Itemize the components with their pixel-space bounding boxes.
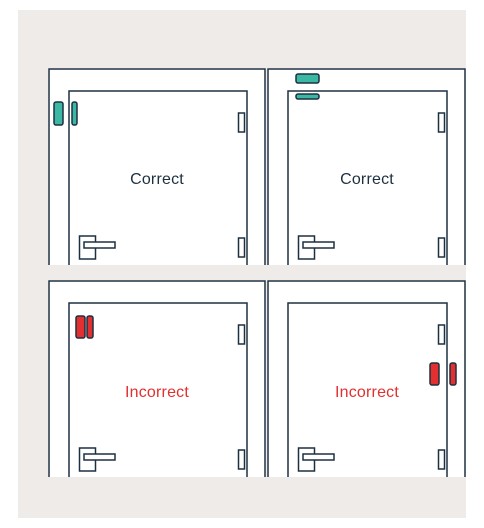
lower-hinge-icon bbox=[437, 237, 446, 258]
door-leaf bbox=[287, 90, 448, 265]
lower-hinge-icon bbox=[237, 237, 246, 258]
door-panel-correct-left: Correct bbox=[48, 68, 266, 265]
door-frame bbox=[267, 68, 466, 265]
door-illustration bbox=[267, 280, 466, 477]
door-panel-correct-top: Correct bbox=[267, 68, 484, 265]
status-label: Incorrect bbox=[334, 384, 400, 401]
door-leaf bbox=[68, 90, 248, 265]
status-label: Correct bbox=[130, 171, 184, 188]
door-handle-icon bbox=[297, 447, 335, 472]
status-label: Incorrect bbox=[124, 384, 190, 401]
door-frame bbox=[267, 280, 466, 477]
door-leaf bbox=[287, 302, 448, 477]
lower-hinge-icon bbox=[237, 449, 246, 470]
door-handle-icon bbox=[78, 447, 116, 472]
door-panel-incorrect-hinge: Incorrect bbox=[267, 280, 484, 477]
door-illustration bbox=[48, 280, 266, 477]
upper-hinge-icon bbox=[437, 112, 446, 133]
door-handle-icon bbox=[297, 235, 335, 260]
upper-hinge-icon bbox=[437, 324, 446, 345]
sensor-icon bbox=[53, 101, 78, 126]
diagram-background: Correct Correct bbox=[18, 10, 484, 518]
door-illustration bbox=[48, 68, 266, 265]
sensor-icon bbox=[429, 362, 457, 386]
sensor-icon bbox=[75, 315, 94, 339]
lower-hinge-icon bbox=[437, 449, 446, 470]
door-frame bbox=[48, 68, 266, 265]
door-leaf bbox=[68, 302, 248, 477]
door-panel-incorrect-door: Incorrect bbox=[48, 280, 266, 477]
status-label: Correct bbox=[340, 171, 394, 188]
door-frame bbox=[48, 280, 266, 477]
door-illustration bbox=[267, 68, 466, 265]
upper-hinge-icon bbox=[237, 112, 246, 133]
sensor-icon bbox=[295, 73, 320, 100]
door-handle-icon bbox=[78, 235, 116, 260]
upper-hinge-icon bbox=[237, 324, 246, 345]
